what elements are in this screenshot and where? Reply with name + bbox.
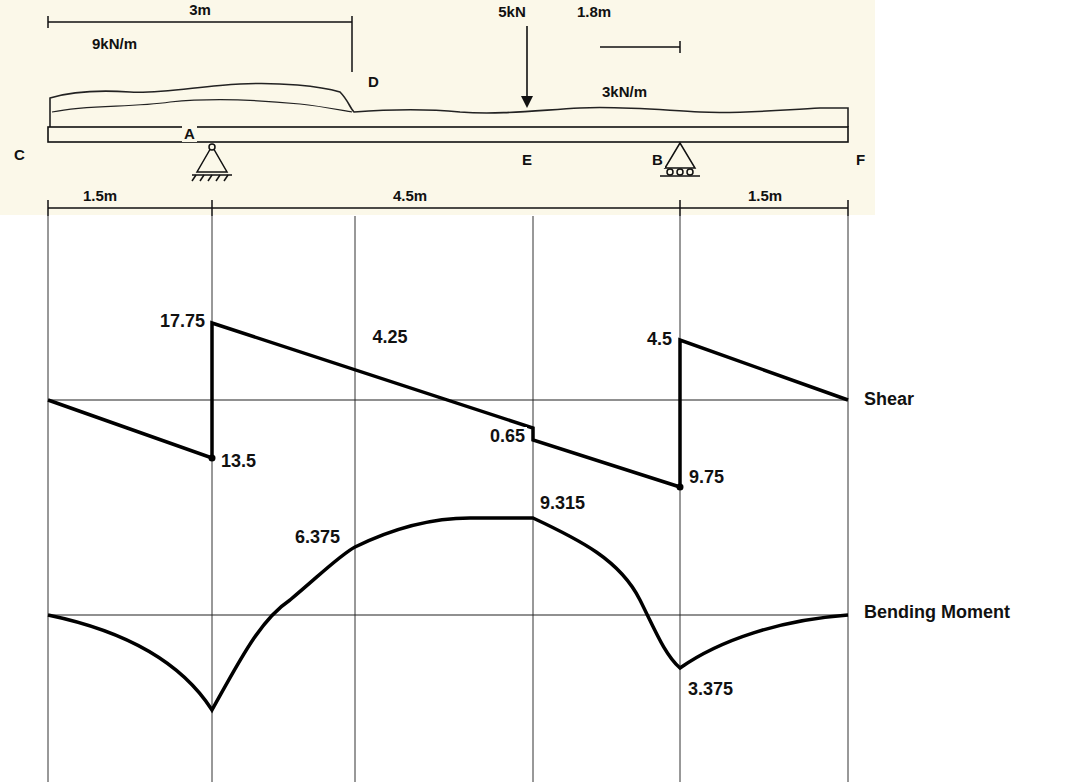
moment-axis [48, 614, 848, 615]
beam-label: 9kN/m [90, 36, 139, 53]
dimension-line [48, 16, 848, 216]
value-label: Shear [862, 390, 916, 410]
shear-curve [48, 323, 848, 487]
beam-label: 4.5m [391, 188, 429, 205]
moment-curve [48, 518, 848, 710]
beam-label: E [520, 152, 534, 169]
beam-label: B [650, 152, 665, 169]
beam-label: 5kN [496, 4, 528, 21]
point [209, 455, 216, 462]
beam [48, 127, 848, 142]
roller-support [660, 143, 700, 176]
value-label: 0.65 [488, 427, 527, 447]
beam-label: 3kN/m [600, 84, 649, 101]
beam-label: 1.8m [575, 4, 613, 21]
beam-label: A [182, 126, 197, 143]
point [677, 484, 684, 491]
value-label: Bending Moment [862, 603, 1012, 623]
beam-background [0, 0, 875, 215]
beam-label: 1.5m [746, 188, 784, 205]
value-label: 6.375 [293, 528, 342, 548]
beam-label: 1.5m [81, 188, 119, 205]
guide-line [48, 216, 848, 782]
distributed-load [52, 100, 352, 112]
value-label: 3.375 [686, 680, 735, 700]
pin-support [192, 144, 232, 181]
value-label: 4.25 [370, 328, 409, 348]
distributed-load [50, 83, 848, 127]
value-label: 13.5 [219, 452, 258, 472]
point-load-arrow [526, 26, 528, 100]
beam-label: D [366, 74, 381, 91]
beam-label: C [12, 147, 27, 164]
arrowhead [521, 96, 533, 108]
value-label: 4.5 [645, 330, 674, 350]
value-label: 9.315 [538, 494, 587, 514]
beam-label: F [854, 152, 867, 169]
beam-label: 3m [187, 2, 213, 19]
value-label: 9.75 [687, 468, 726, 488]
value-label: 17.75 [158, 312, 207, 332]
